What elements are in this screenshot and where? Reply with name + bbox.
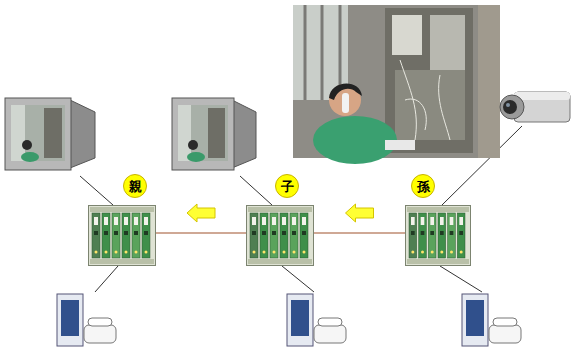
direction-arrow [187, 204, 215, 222]
badge-circle: 親 [123, 174, 147, 198]
generation-label: 親 [129, 180, 142, 193]
link-line [314, 232, 405, 233]
monitor [5, 98, 95, 170]
link-connector [156, 204, 246, 233]
controller-node: 孫 [405, 172, 471, 266]
badge-circle: 孫 [411, 174, 435, 198]
monitor [172, 98, 256, 170]
controller-device [88, 205, 156, 266]
direction-arrow [346, 204, 374, 222]
camera [500, 92, 570, 122]
phone [462, 294, 521, 346]
badge-circle: 子 [275, 174, 299, 198]
camera-photo [293, 5, 500, 164]
link-connector [314, 204, 405, 233]
generation-label: 子 [281, 180, 294, 193]
controller-node: 子 [246, 172, 314, 266]
phone [57, 294, 116, 346]
controller-device [405, 205, 471, 266]
phone [287, 294, 346, 346]
generation-label: 孫 [417, 180, 430, 193]
link-line [156, 232, 246, 233]
controller-node: 親 [88, 172, 156, 266]
controller-device [246, 205, 314, 266]
